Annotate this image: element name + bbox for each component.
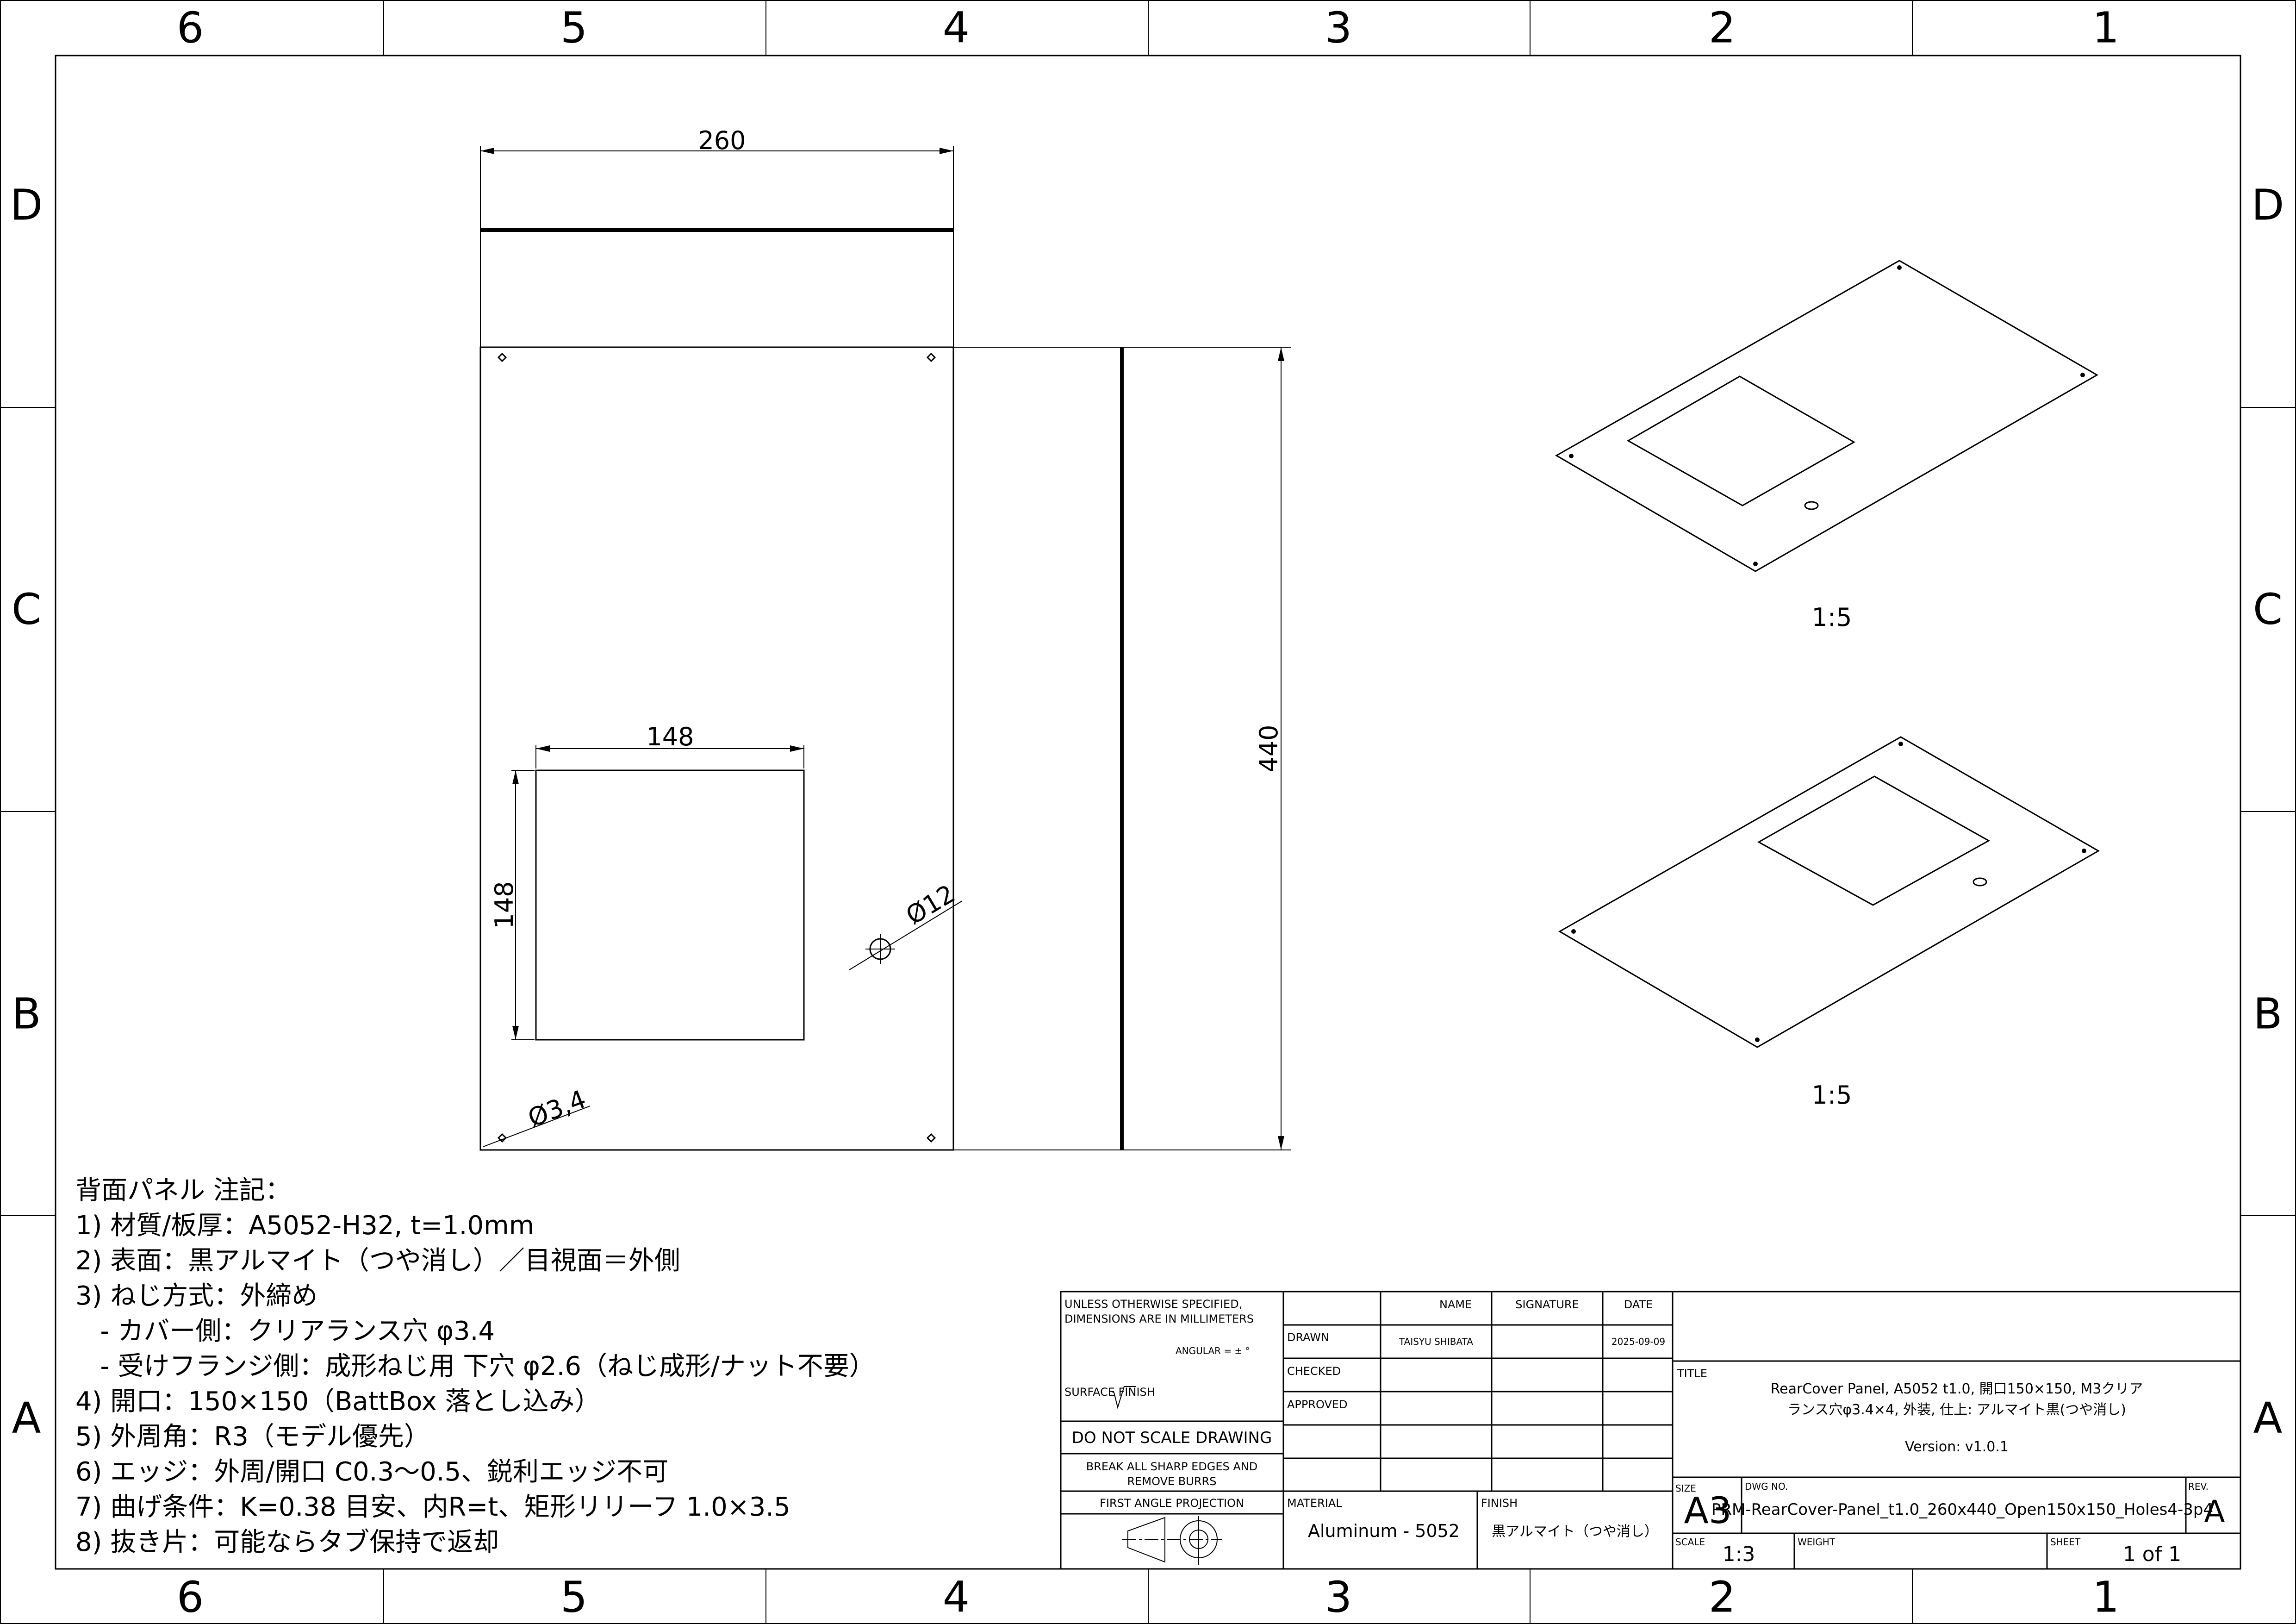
- zone-col-top: 6: [177, 3, 204, 53]
- dimension-opening-height: 148: [490, 881, 519, 929]
- approved-label: APPROVED: [1287, 1398, 1348, 1411]
- zone-col-bottom: 1: [2092, 1573, 2120, 1622]
- do-not-scale: DO NOT SCALE DRAWING: [1072, 1429, 1272, 1447]
- size-value: A3: [1684, 1490, 1732, 1532]
- note-line: 6) エッジ：外周/開口 C0.3～0.5、鋭利エッジ不可: [75, 1457, 668, 1487]
- material-label: MATERIAL: [1287, 1497, 1342, 1510]
- finish-label: FINISH: [1481, 1497, 1518, 1510]
- size-label: SIZE: [1675, 1483, 1696, 1494]
- note-line: - カバー側：クリアランス穴 φ3.4: [75, 1316, 495, 1346]
- note-line: 4) 開口：150×150（BattBox 落とし込み）: [75, 1387, 601, 1417]
- zone-col-bottom: 5: [560, 1573, 588, 1622]
- top-view: 260: [480, 126, 954, 347]
- note-line: 8) 抜き片：可能ならタブ保持で返却: [75, 1527, 499, 1557]
- zone-row-left: D: [10, 181, 43, 230]
- dimension-height: 440: [1254, 725, 1283, 772]
- version: Version: v1.0.1: [1905, 1439, 2009, 1455]
- rev-value: A: [2204, 1494, 2225, 1530]
- tolerance-note: DIMENSIONS ARE IN MILLIMETERS: [1064, 1312, 1254, 1325]
- opening-outline: [535, 769, 805, 1041]
- title-label: TITLE: [1677, 1367, 1707, 1380]
- zone-row-right: D: [2252, 181, 2284, 230]
- scale-label: SCALE: [1675, 1537, 1705, 1548]
- note-line: 3) ねじ方式：外締め: [75, 1281, 317, 1311]
- title-line: RearCover Panel, A5052 t1.0, 開口150×150, …: [1771, 1381, 2143, 1397]
- dwg-no-value: PRM-RearCover-Panel_t1.0_260x440_Open150…: [1711, 1500, 2213, 1519]
- rev-label: REV.: [2188, 1481, 2209, 1492]
- notes: 背面パネル 注記： 1) 材質/板厚：A5052-H32, t=1.0mm 2)…: [75, 1175, 875, 1557]
- zone-col-bottom: 3: [1325, 1573, 1352, 1622]
- tolerance-note: UNLESS OTHERWISE SPECIFIED,: [1064, 1298, 1242, 1311]
- drawn-date: 2025-09-09: [1612, 1336, 1665, 1347]
- note-line: 5) 外周角：R3（モデル優先）: [75, 1422, 430, 1452]
- iso-top-scale-label: 1:5: [1812, 603, 1852, 632]
- zone-row-left: C: [12, 585, 41, 634]
- angular-tolerance: ANGULAR = ± °: [1176, 1345, 1250, 1356]
- title-block: UNLESS OTHERWISE SPECIFIED, DIMENSIONS A…: [1060, 1291, 2241, 1570]
- surface-finish-icon: [1110, 1386, 1136, 1409]
- mounting-hole-icons: [497, 352, 936, 1143]
- zone-row-right: C: [2253, 585, 2283, 634]
- break-edges: REMOVE BURRS: [1127, 1475, 1217, 1488]
- sheet-label: SHEET: [2050, 1537, 2081, 1548]
- notes-heading: 背面パネル 注記：: [75, 1175, 291, 1206]
- note-line: 2) 表面：黒アルマイト（つや消し）／目視面＝外側: [75, 1246, 680, 1276]
- note-line: 1) 材質/板厚：A5052-H32, t=1.0mm: [75, 1211, 534, 1241]
- checked-label: CHECKED: [1287, 1365, 1341, 1378]
- sheet-value: 1 of 1: [2123, 1543, 2181, 1566]
- zone-col-bottom: 4: [943, 1573, 970, 1622]
- zone-col-top: 5: [560, 3, 588, 53]
- break-edges: BREAK ALL SHARP EDGES AND: [1086, 1460, 1257, 1473]
- col-signature: SIGNATURE: [1515, 1298, 1579, 1311]
- note-line: - 受けフランジ側：成形ねじ用 下穴 φ2.6（ねじ成形/ナット不要）: [75, 1351, 875, 1381]
- zone-col-bottom: 6: [177, 1573, 204, 1622]
- note-line: 7) 曲げ条件：K=0.38 目安、内R=t、矩形リリーフ 1.0×3.5: [75, 1492, 790, 1522]
- col-name: NAME: [1439, 1298, 1472, 1311]
- weight-label: WEIGHT: [1798, 1537, 1836, 1548]
- surface-finish-label: SURFACE FINISH: [1064, 1386, 1155, 1399]
- dimension-width: 260: [698, 126, 746, 155]
- iso-bottom-scale-label: 1:5: [1812, 1081, 1852, 1110]
- drawn-label: DRAWN: [1287, 1331, 1329, 1344]
- zone-row-left: B: [12, 989, 41, 1039]
- drawn-name: TAISYU SHIBATA: [1399, 1336, 1473, 1347]
- dimension-opening-width: 148: [646, 722, 694, 751]
- first-angle-projection-icon: [1122, 1516, 1222, 1565]
- projection-label: FIRST ANGLE PROJECTION: [1100, 1497, 1244, 1510]
- isometric-view-bottom: 1:5: [1558, 736, 2100, 1110]
- zone-row-right: A: [2253, 1393, 2283, 1443]
- side-view: 440: [953, 347, 1291, 1150]
- col-date: DATE: [1624, 1298, 1653, 1311]
- zone-labels: 6 5 4 3 2 1 6 5 4 3 2 1 D C B A D C B A: [10, 3, 2284, 1622]
- zone-col-top: 3: [1325, 3, 1352, 53]
- zone-col-bottom: 2: [1709, 1573, 1736, 1622]
- zone-row-left: A: [12, 1393, 41, 1443]
- zone-col-top: 1: [2092, 3, 2120, 53]
- finish-value: 黒アルマイト（つや消し）: [1492, 1524, 1658, 1540]
- dwg-no-label: DWG NO.: [1745, 1481, 1788, 1492]
- zone-col-top: 2: [1709, 3, 1736, 53]
- material-value: Aluminum - 5052: [1308, 1521, 1460, 1541]
- zone-row-right: B: [2253, 989, 2282, 1039]
- panel-outline: [479, 346, 954, 1151]
- scale-value: 1:3: [1723, 1543, 1755, 1566]
- isometric-view-top: 1:5: [1555, 260, 2099, 632]
- title-line: ランス穴φ3.4×4, 外装, 仕上: アルマイト黒(つや消し): [1787, 1402, 2126, 1418]
- zone-col-top: 4: [943, 3, 970, 53]
